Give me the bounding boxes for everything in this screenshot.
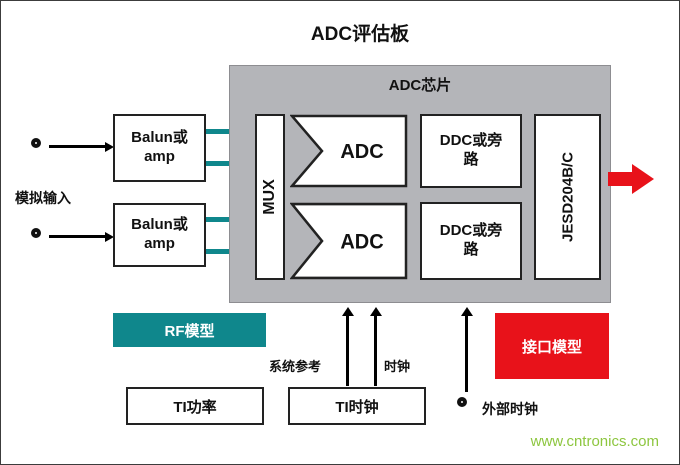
- ddc-bypass-label-top: DDC或旁路: [439, 132, 503, 168]
- rf-model-label: RF模型: [164, 322, 215, 340]
- adc-core-shape-top: [290, 114, 408, 188]
- analog-input-arrow-top: [49, 145, 105, 148]
- balun-amp-label-top: Balun或 amp: [131, 129, 188, 165]
- clock-label: 时钟: [384, 359, 411, 374]
- adc-chip-label: ADC芯片: [388, 77, 452, 94]
- ddc-bypass-block-top: DDC或旁路: [420, 114, 522, 188]
- balun-amp-block-bottom: Balun或 amp: [113, 203, 206, 267]
- rf-model-block: RF模型: [113, 313, 266, 347]
- ti-power-label: TI功率: [173, 398, 217, 416]
- balun-amp-label-bottom: Balun或 amp: [131, 216, 188, 252]
- interface-model-block: 接口模型: [495, 313, 609, 379]
- adc-core-label-bottom: ADC: [340, 230, 383, 254]
- mux-input-arrow-2: [206, 161, 243, 166]
- analog-input-port-top-icon: [31, 138, 41, 148]
- analog-input-port-bottom-icon: [31, 228, 41, 238]
- adc-core-block-top: ADC: [290, 114, 408, 188]
- mux-block: MUX: [255, 114, 285, 280]
- digital-output-arrow: [608, 172, 632, 186]
- mux-label: MUX: [261, 179, 278, 215]
- analog-input-arrow-bottom: [49, 235, 105, 238]
- mux-input-arrow-3: [206, 217, 243, 222]
- adc-core-block-bottom: ADC: [290, 202, 408, 280]
- clock-arrow: [374, 316, 377, 386]
- ddc-bypass-label-bottom: DDC或旁路: [439, 222, 503, 258]
- external-clock-arrow: [465, 316, 468, 392]
- sysref-label: 系统参考: [269, 359, 322, 374]
- jesd204-block: JESD204B/C: [534, 114, 601, 280]
- interface-model-label: 接口模型: [521, 338, 582, 356]
- analog-input-label: 模拟输入: [15, 190, 71, 206]
- jesd204-label: JESD204B/C: [559, 151, 576, 243]
- ddc-bypass-block-bottom: DDC或旁路: [420, 202, 522, 280]
- adc-core-shape-bottom: [290, 202, 408, 280]
- external-clock-port-icon: [457, 397, 467, 407]
- ti-power-block: TI功率: [126, 387, 264, 425]
- adc-chip-region: ADC芯片 MUX ADC ADC DDC或旁路 DDC或旁路 JESD204B…: [229, 65, 611, 303]
- watermark-text: www.cntronics.com: [530, 433, 659, 450]
- external-clock-label: 外部时钟: [482, 401, 538, 417]
- ti-clock-label: TI时钟: [335, 398, 379, 416]
- balun-amp-block-top: Balun或 amp: [113, 114, 206, 182]
- diagram-title: ADC评估板: [310, 24, 410, 45]
- mux-input-arrow-1: [206, 129, 243, 134]
- sysref-arrow: [346, 316, 349, 386]
- adc-core-label-top: ADC: [340, 141, 383, 163]
- mux-input-arrow-4: [206, 249, 243, 254]
- ti-clock-block: TI时钟: [288, 387, 426, 425]
